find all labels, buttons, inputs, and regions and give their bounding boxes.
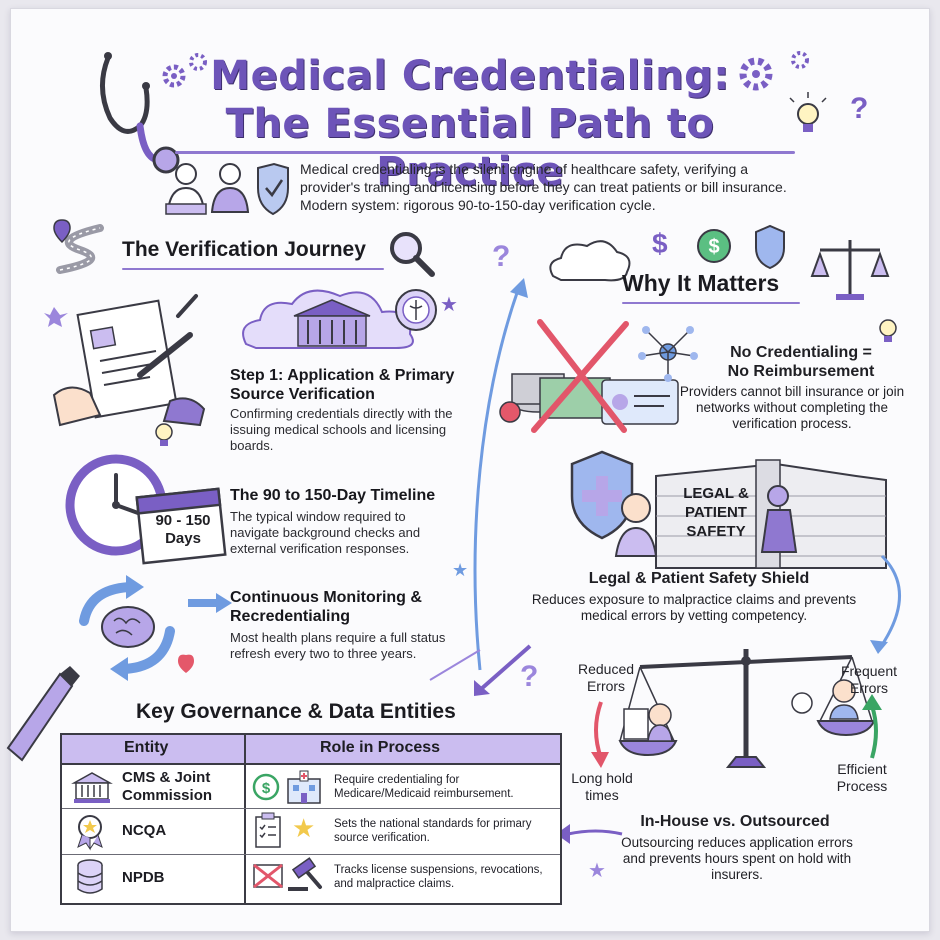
scale-left-top: Reduced Errors: [577, 661, 635, 694]
step-3-title: Continuous Monitoring & Recredentialing: [230, 589, 422, 625]
step-1-text: Confirming credentials directly with the…: [230, 406, 453, 453]
star-icon: ★: [440, 294, 458, 316]
lightbulb-icon: [879, 319, 897, 342]
table-cell-entity: NCQA: [122, 822, 167, 839]
cloud-icon: [549, 240, 631, 282]
down-left-arrow: [474, 644, 532, 696]
star-icon: ★: [588, 860, 606, 882]
title-line-2: The Essential Path to Practice: [225, 101, 715, 195]
dollar-coin-icon: $: [252, 773, 280, 801]
up-arrow-green: [862, 694, 882, 759]
step-1-title: Step 1: Application & Primary Source Ver…: [230, 367, 455, 403]
calendar-label-1: 90 - 150: [155, 512, 211, 529]
column-divider: [244, 735, 246, 903]
pen-icon: [176, 294, 198, 318]
question-mark-icon: ?: [492, 240, 511, 273]
reimbursement-title-1: No Credentialing =: [730, 344, 872, 361]
column-header-entity: Entity: [124, 739, 169, 756]
reimbursement-title-2: No Reimbursement: [727, 363, 875, 380]
ribbon-badge-icon: [77, 815, 103, 851]
curved-arrow: [870, 554, 901, 654]
table-cell-role: Sets the national standards for primary …: [334, 818, 532, 844]
university-icon: [242, 289, 437, 349]
outsourcing-title: In-House vs. Outsourced: [640, 813, 830, 830]
safety-text: Reduces exposure to malpractice claims a…: [531, 592, 857, 623]
application-form-icon: [44, 299, 206, 427]
government-building-icon: [71, 772, 113, 803]
journey-heading: The Verification Journey: [122, 238, 366, 261]
intro-text: Medical credentialing is the silent engi…: [300, 161, 787, 213]
scale-right-top: Frequent Errors: [840, 663, 898, 696]
safety-shield-wall-illustration: [570, 450, 887, 569]
left-arrow: [556, 824, 623, 844]
scale-right-bottom: Efficient Process: [836, 761, 888, 794]
flow-arrow: [429, 278, 528, 681]
wall-label: LEGAL & PATIENT SAFETY: [683, 485, 749, 540]
calendar-icon: [135, 487, 227, 565]
governance-table: Entity Role in Process CMS & Joint Commi…: [60, 733, 562, 905]
lightbulb-icon: [155, 423, 173, 446]
checklist-icon: [255, 812, 281, 848]
scale-left-bottom: Long hold times: [571, 770, 633, 803]
brain-cycle-icon: [79, 575, 232, 681]
hospital-icon: [287, 770, 321, 804]
revoked-license-icon: [253, 863, 283, 889]
money-blocked-icon: [499, 319, 679, 433]
gear-icon: [162, 53, 207, 88]
justice-scale-icon: [810, 240, 890, 300]
gear-icon: [739, 51, 809, 91]
shield-icon: [755, 224, 785, 270]
stethoscope-icon: [100, 52, 180, 174]
step-2-text: The typical window required to navigate …: [230, 509, 421, 556]
safety-title: Legal & Patient Safety Shield: [588, 570, 810, 587]
table-cell-role: Require credentialing for Medicare/Medic…: [334, 774, 514, 800]
table-cell-entity: CMS & Joint Commission: [122, 769, 213, 804]
table-cell-entity: NPDB: [122, 869, 165, 886]
reimbursement-text: Providers cannot bill insurance or join …: [679, 384, 905, 431]
dollar-coin-icon: $: [697, 229, 731, 263]
question-mark-icon: ?: [850, 92, 869, 125]
balance-scale-illustration: [618, 649, 876, 768]
column-header-role: Role in Process: [320, 739, 441, 756]
step-3-text: Most health plans require a full status …: [230, 630, 446, 661]
calendar-label-2: Days: [165, 530, 201, 547]
gavel-icon: [288, 857, 322, 891]
row-divider: [62, 808, 560, 809]
governance-heading: Key Governance & Data Entities: [136, 700, 456, 723]
step-2-title: The 90 to 150-Day Timeline: [230, 487, 436, 504]
question-mark-icon: ?: [520, 660, 539, 693]
clock-icon: [65, 454, 227, 565]
table-cell-role: Tracks license suspensions, revocations,…: [334, 864, 543, 890]
calendar-label: 90 - 150 Days: [142, 512, 224, 548]
dollar-icon: $: [652, 228, 668, 259]
svg-text:$: $: [262, 780, 271, 797]
doctor-icon: [165, 162, 289, 216]
title-line-1: Medical Credentialing:: [210, 53, 730, 99]
reimbursement-title: No Credentialing = No Reimbursement: [690, 343, 912, 381]
svg-text:$: $: [708, 236, 719, 258]
star-icon: ★: [452, 560, 469, 580]
down-arrow-red: [591, 701, 609, 768]
marker-pen-icon: [6, 666, 80, 762]
network-icon: [638, 326, 698, 382]
journey-underline: [122, 268, 384, 270]
table-header: [62, 735, 560, 765]
title-underline: [175, 151, 795, 154]
page-title: Medical Credentialing: The Essential Pat…: [150, 52, 790, 196]
lightbulb-icon: [789, 92, 827, 132]
magnifier-icon: [390, 232, 435, 277]
star-icon: ★: [292, 813, 316, 843]
matters-heading: Why It Matters: [622, 270, 780, 296]
database-icon: [77, 859, 103, 894]
road-icon: [53, 219, 104, 274]
outsourcing-text: Outsourcing reduces application errors a…: [621, 835, 853, 882]
row-divider: [62, 854, 560, 855]
matters-underline: [622, 302, 800, 304]
